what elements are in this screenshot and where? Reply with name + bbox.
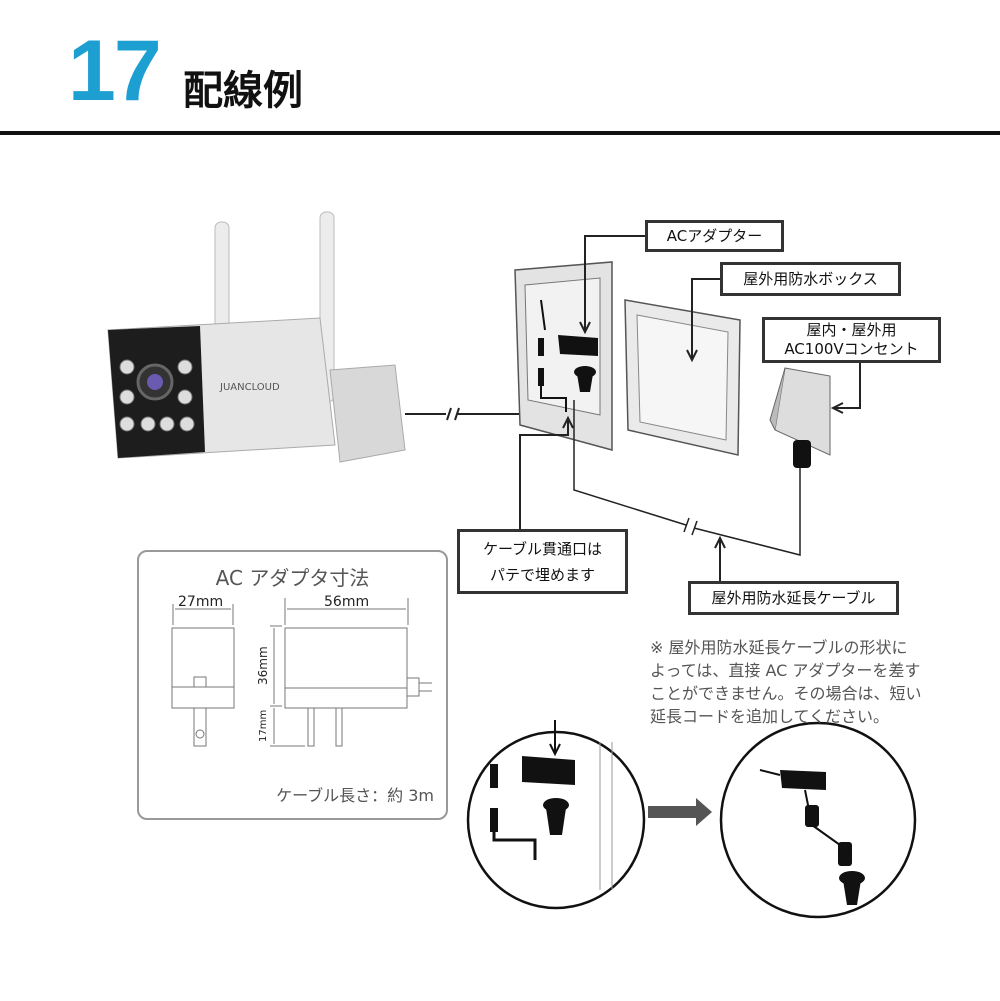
cable-length: ケーブル長さ：約 3m	[276, 786, 434, 805]
label-text: ケーブル貫通口は	[482, 539, 603, 558]
dim-height: 36mm	[256, 646, 270, 685]
note-line: ことができません。その場合は、短い	[650, 684, 922, 703]
arrow-right-icon	[648, 798, 712, 826]
page-title: 配線例	[183, 68, 303, 114]
camera-brand: JUANCLOUD	[219, 382, 280, 393]
dim-length: 56mm	[324, 594, 369, 610]
header-divider	[0, 131, 1000, 135]
section-number: 17	[68, 23, 162, 119]
label-text: 屋内・屋外用	[806, 321, 897, 339]
label-text: パテで埋めます	[489, 565, 595, 584]
label-text: AC100Vコンセント	[784, 340, 919, 358]
label-extension-cable: 屋外用防水延長ケーブル	[688, 581, 899, 615]
note-line: よっては、直接 AC アダプターを差す	[650, 661, 921, 680]
label-cable-hole: ケーブル貫通口はパテで埋めます	[457, 529, 628, 594]
outlet-illustration	[769, 367, 831, 468]
adapter-dimension-drawing	[171, 598, 432, 747]
note-line: ※ 屋外用防水延長ケーブルの形状に	[650, 638, 908, 657]
dim-width: 27mm	[178, 594, 223, 610]
label-waterproof-box: 屋外用防水ボックス	[720, 262, 901, 296]
closeup-after	[719, 721, 917, 919]
dim-plug: 17mm	[258, 710, 269, 742]
dimensions-title: AC アダプタ寸法	[215, 566, 370, 590]
adapter-dimensions-panel: AC アダプタ寸法 ケーブル長さ：約 3m	[137, 550, 448, 820]
label-ac-adapter: ACアダプター	[645, 220, 784, 252]
camera-illustration: JUANCLOUD	[107, 211, 406, 463]
note-line: 延長コードを追加してください。	[650, 707, 890, 726]
closeup-before	[466, 720, 646, 910]
label-text: ACアダプター	[666, 226, 763, 245]
label-text: 屋外用防水延長ケーブル	[711, 588, 876, 607]
note-text: ※ 屋外用防水延長ケーブルの形状に よっては、直接 AC アダプターを差す こと…	[650, 636, 960, 728]
waterproof-box-illustration	[514, 261, 741, 456]
label-text: 屋外用防水ボックス	[743, 269, 878, 288]
